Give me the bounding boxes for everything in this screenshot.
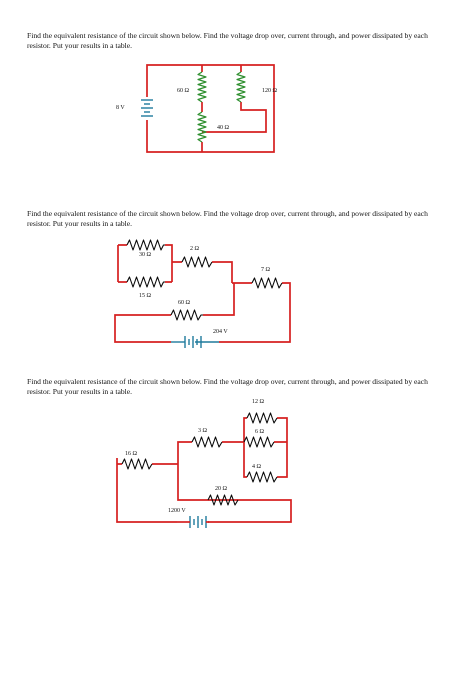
- resistor-label: 12 Ω: [252, 399, 265, 405]
- problem-2-text: Find the equivalent resistance of the ci…: [27, 209, 428, 228]
- resistor-2-ohm: [181, 256, 213, 268]
- resistor-label: 120 Ω: [262, 88, 278, 94]
- resistor-30-ohm: [126, 239, 165, 251]
- circuit-3: 12 Ω 3 Ω 6 Ω 16 Ω 4 Ω 20 Ω 1200 V: [116, 399, 292, 528]
- resistor-label: 16 Ω: [125, 451, 138, 457]
- circuit-1: 8 V 60 Ω 120 Ω 40 Ω: [116, 64, 278, 153]
- resistor-40-ohm: [197, 111, 207, 143]
- circuit-2: 30 Ω 2 Ω 15 Ω 7 Ω 60 Ω 204 V: [114, 239, 291, 348]
- battery-label: 1200 V: [168, 508, 186, 514]
- resistor-6-ohm: [243, 436, 275, 448]
- resistor-label: 7 Ω: [261, 267, 271, 273]
- problem-1-text: Find the equivalent resistance of the ci…: [27, 31, 428, 50]
- battery-label: 8 V: [116, 105, 125, 111]
- resistor-12-ohm: [246, 412, 278, 424]
- circuit-3-wires: [116, 417, 292, 523]
- resistor-label: 2 Ω: [190, 246, 200, 252]
- resistor-60-ohm: [197, 71, 207, 103]
- resistor-label: 3 Ω: [198, 428, 208, 434]
- resistor-60-ohm: [170, 309, 203, 321]
- resistor-label: 60 Ω: [177, 88, 190, 94]
- resistor-label: 15 Ω: [139, 293, 152, 299]
- resistor-3-ohm: [191, 436, 223, 448]
- resistor-20-ohm: [207, 494, 239, 506]
- resistor-120-ohm: [236, 71, 246, 103]
- resistor-label: 60 Ω: [178, 300, 191, 306]
- circuit-1-battery: [141, 97, 153, 120]
- resistor-7-ohm: [251, 277, 283, 289]
- circuit-2-battery: [171, 336, 219, 348]
- battery-label: 204 V: [213, 329, 228, 335]
- problem-3-text: Find the equivalent resistance of the ci…: [27, 377, 428, 396]
- resistor-16-ohm: [121, 458, 153, 470]
- circuit-1-wires: [146, 64, 275, 153]
- circuit-2-wires: [114, 244, 291, 343]
- resistor-label: 20 Ω: [215, 486, 228, 492]
- resistor-15-ohm: [126, 276, 165, 288]
- resistor-4-ohm: [246, 471, 278, 483]
- resistor-label: 4 Ω: [252, 464, 262, 470]
- resistor-label: 6 Ω: [255, 429, 265, 435]
- resistor-label: 30 Ω: [139, 252, 152, 258]
- circuit-3-battery: [177, 516, 209, 528]
- resistor-label: 40 Ω: [217, 125, 230, 131]
